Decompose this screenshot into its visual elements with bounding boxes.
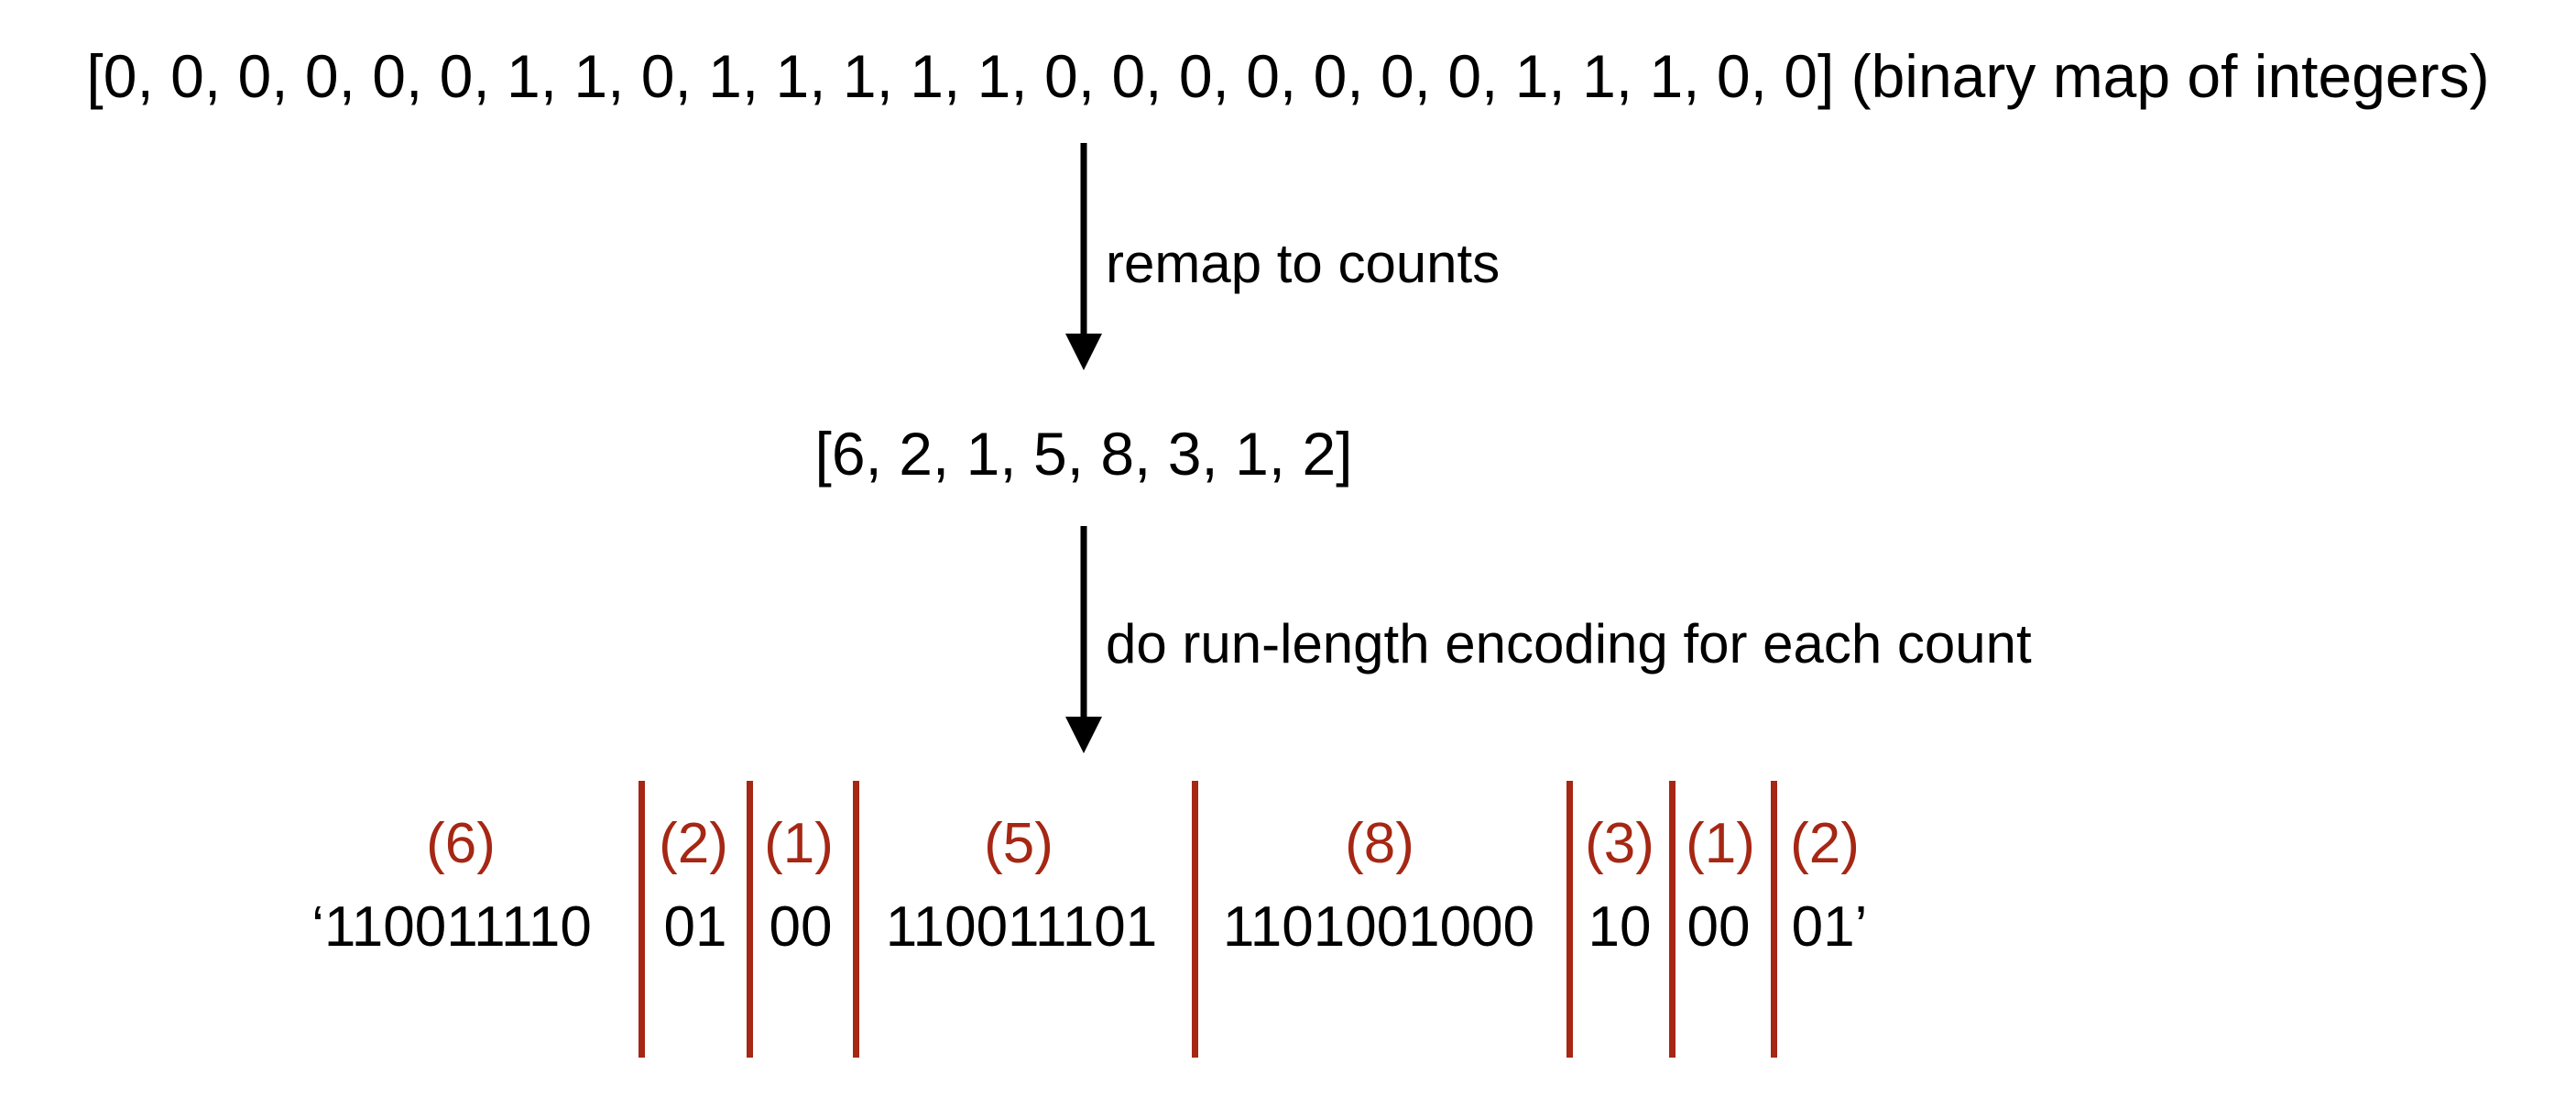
segment-1-code: ‘110011110 <box>311 895 592 959</box>
segment-5-code: 1101001000 <box>1222 895 1535 959</box>
segment-divider-7 <box>1771 781 1777 1058</box>
step-1-label: remap to counts <box>1106 233 1501 294</box>
segment-3-code: 00 <box>769 895 833 959</box>
step-2-label: do run-length encoding for each count <box>1106 613 2032 675</box>
segment-4-code: 110011101 <box>885 895 1158 959</box>
segment-6-count-label: (3) <box>1585 812 1654 875</box>
down-arrow-1-icon <box>1065 143 1102 370</box>
segment-divider-2 <box>747 781 753 1058</box>
segment-divider-5 <box>1566 781 1573 1058</box>
counts-text: [6, 2, 1, 5, 8, 3, 1, 2] <box>814 420 1353 488</box>
binary-map-text: [0, 0, 0, 0, 0, 0, 1, 1, 0, 1, 1, 1, 1, … <box>86 42 2490 110</box>
segment-6-code: 10 <box>1588 895 1652 959</box>
segment-divider-3 <box>853 781 859 1058</box>
down-arrow-2-icon <box>1065 526 1102 753</box>
segment-1-count-label: (6) <box>426 812 496 875</box>
segment-7-count-label: (1) <box>1686 812 1755 875</box>
segment-divider-4 <box>1192 781 1198 1058</box>
segment-2-count-label: (2) <box>659 812 728 875</box>
segment-7-code: 00 <box>1686 895 1751 959</box>
segment-4-count-label: (5) <box>984 812 1053 875</box>
segment-divider-1 <box>639 781 645 1058</box>
segment-2-code: 01 <box>663 895 727 959</box>
segment-divider-6 <box>1669 781 1675 1058</box>
segment-3-count-label: (1) <box>764 812 834 875</box>
segment-8-count-label: (2) <box>1790 812 1860 875</box>
segment-5-count-label: (8) <box>1345 812 1414 875</box>
segment-8-code: 01’ <box>1791 895 1868 959</box>
